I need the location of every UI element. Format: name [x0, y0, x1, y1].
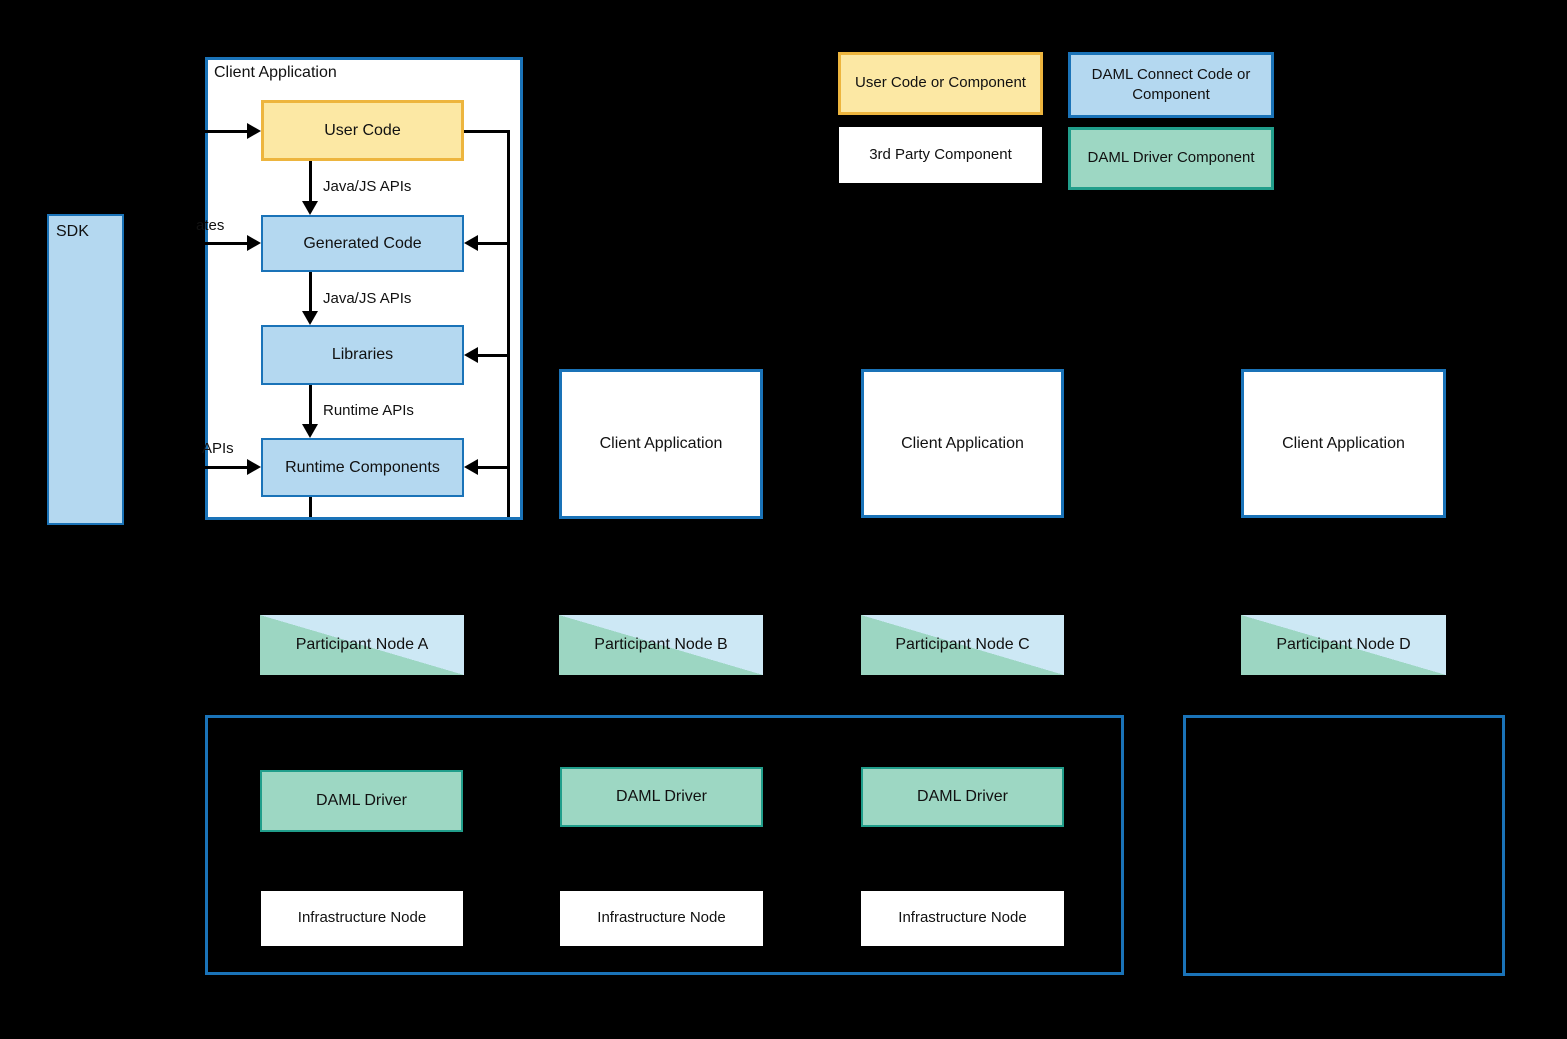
- feedback-to-libraries-line: [478, 354, 507, 357]
- daml-driver-box-1: DAML Driver: [260, 770, 463, 832]
- participant-node-b: Participant Node B: [559, 615, 763, 675]
- participant-node-label: Participant Node B: [594, 636, 728, 653]
- arrow-generated-to-libraries-line: [309, 272, 312, 312]
- participant-node-a: Participant Node A: [260, 615, 464, 675]
- arrow-into-runtime-head: [247, 459, 261, 475]
- arrow-into-user-code-line: [190, 130, 247, 133]
- generated-code-label: Generated Code: [303, 234, 422, 252]
- feedback-to-libraries-head: [464, 347, 478, 363]
- daml-driver-label: DAML Driver: [316, 792, 407, 809]
- feedback-to-generated-head: [464, 235, 478, 251]
- legend-daml-connect-label: DAML Connect Code or Component: [1091, 65, 1251, 103]
- daml-driver-label: DAML Driver: [616, 788, 707, 805]
- arrow-user-to-generated-line: [309, 161, 312, 202]
- participant-node-c: Participant Node C: [861, 615, 1064, 675]
- daml-driver-label: DAML Driver: [917, 788, 1008, 805]
- arrow-into-generated-head: [247, 235, 261, 251]
- arrow-into-generated-line: [190, 242, 247, 245]
- legend-user-code-label: User Code or Component: [855, 74, 1026, 92]
- edge-label-runtime-apis: Runtime APIs: [323, 402, 414, 419]
- feedback-to-runtime-line: [478, 466, 507, 469]
- arrow-libraries-to-runtime-line: [309, 385, 312, 425]
- sdk-box: SDK: [47, 214, 124, 525]
- infrastructure-node-box-2: Infrastructure Node: [560, 891, 763, 946]
- feedback-vertical-line: [507, 130, 510, 517]
- participant-node-label: Participant Node A: [295, 636, 429, 653]
- participant-node-d: Participant Node D: [1241, 615, 1446, 675]
- legend-daml-driver-label: DAML Driver Component: [1087, 149, 1255, 167]
- infrastructure-node-label: Infrastructure Node: [297, 909, 427, 927]
- infrastructure-node-label: Infrastructure Node: [597, 909, 726, 927]
- infrastructure-node-box-3: Infrastructure Node: [861, 891, 1064, 946]
- client-application-box-c: Client Application: [861, 369, 1064, 518]
- generated-code-box: Generated Code: [261, 215, 464, 272]
- edge-label-java-js-apis-1: Java/JS APIs: [323, 178, 412, 195]
- edge-label-generates-fragment: ates: [196, 217, 225, 234]
- legend-third-party: 3rd Party Component: [839, 127, 1042, 183]
- user-code-label: User Code: [324, 121, 401, 139]
- client-application-box-d: Client Application: [1241, 369, 1446, 518]
- client-application-label: Client Application: [901, 434, 1024, 452]
- feedback-to-runtime-head: [464, 459, 478, 475]
- client-application-panel: Client Application User Code Generated C…: [190, 57, 523, 520]
- arrow-into-runtime-line: [190, 466, 247, 469]
- client-application-label: Client Application: [599, 435, 723, 452]
- user-code-box: User Code: [261, 100, 464, 161]
- daml-driver-box-3: DAML Driver: [861, 767, 1064, 827]
- participant-node-label: Participant Node C: [895, 636, 1030, 653]
- client-application-box-b: Client Application: [559, 369, 763, 519]
- client-application-panel-title: Client Application: [214, 64, 337, 81]
- runtime-components-box: Runtime Components: [261, 438, 464, 497]
- legend-third-party-label: 3rd Party Component: [869, 145, 1012, 163]
- sdk-label: SDK: [56, 223, 89, 240]
- infrastructure-group-right: [1183, 715, 1505, 976]
- edge-label-apis-fragment: APIs: [202, 440, 234, 457]
- legend-daml-connect: DAML Connect Code or Component: [1068, 52, 1274, 118]
- runtime-components-label: Runtime Components: [285, 458, 440, 476]
- legend-daml-driver: DAML Driver Component: [1068, 127, 1274, 190]
- edge-label-java-js-apis-2: Java/JS APIs: [323, 290, 412, 307]
- feedback-top-line: [464, 130, 509, 133]
- participant-node-label: Participant Node D: [1276, 636, 1411, 653]
- arrow-generated-to-libraries-head: [302, 311, 318, 325]
- libraries-box: Libraries: [261, 325, 464, 385]
- arrow-into-user-code-head: [247, 123, 261, 139]
- libraries-label: Libraries: [331, 346, 394, 363]
- arrow-libraries-to-runtime-head: [302, 424, 318, 438]
- legend-user-code: User Code or Component: [838, 52, 1043, 115]
- runtime-exit-line: [309, 497, 312, 517]
- client-application-label: Client Application: [1282, 434, 1405, 452]
- feedback-to-generated-line: [478, 242, 507, 245]
- arrow-user-to-generated-head: [302, 201, 318, 215]
- infrastructure-group-left: DAML Driver DAML Driver DAML Driver Infr…: [205, 715, 1124, 975]
- infrastructure-node-box-1: Infrastructure Node: [261, 891, 463, 946]
- daml-driver-box-2: DAML Driver: [560, 767, 763, 827]
- infrastructure-node-label: Infrastructure Node: [898, 909, 1027, 927]
